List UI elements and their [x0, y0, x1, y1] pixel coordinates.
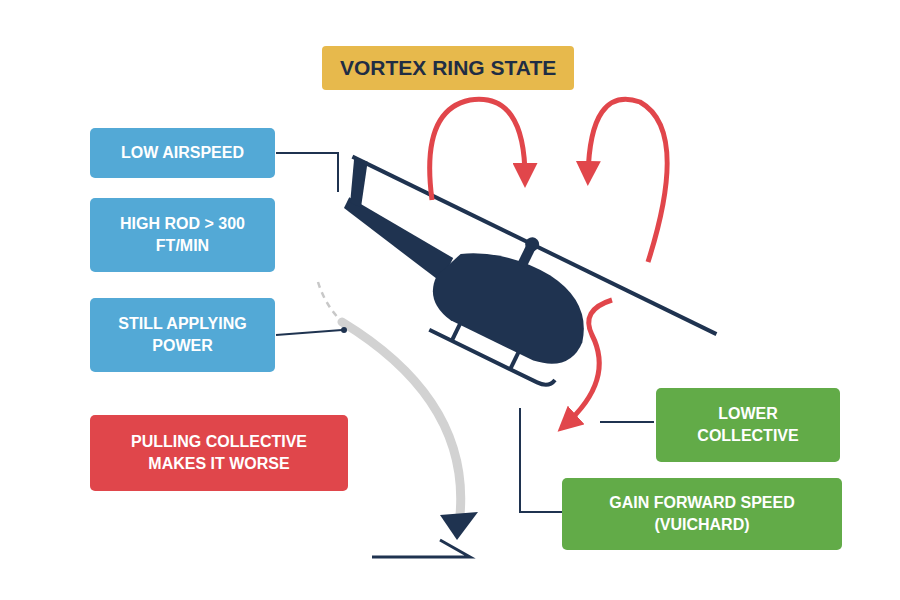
box-label: STILL APPLYING POWER	[100, 313, 265, 356]
leader-dot	[341, 327, 347, 333]
warning-box: PULLING COLLECTIVE MAKES IT WORSE	[90, 415, 348, 491]
descent-path	[342, 322, 461, 515]
leader-line	[520, 408, 562, 512]
descent-arrowhead	[440, 512, 478, 540]
condition-box: LOW AIRSPEED	[90, 128, 275, 178]
box-label: LOWER COLLECTIVE	[666, 403, 830, 446]
box-label: PULLING COLLECTIVE MAKES IT WORSE	[100, 431, 338, 474]
box-label: HIGH ROD > 300 FT/MIN	[100, 213, 265, 256]
condition-box: HIGH ROD > 300 FT/MIN	[90, 198, 275, 272]
condition-box: STILL APPLYING POWER	[90, 298, 275, 372]
leader-line	[276, 330, 342, 335]
leader-line	[600, 421, 654, 423]
recovery-box: GAIN FORWARD SPEED (VUICHARD)	[562, 478, 842, 550]
box-label: LOW AIRSPEED	[121, 142, 244, 164]
descent-path	[318, 282, 342, 322]
title-banner: VORTEX RING STATE	[322, 46, 574, 90]
vortex-arrow	[565, 300, 612, 425]
vortex-arrow	[430, 99, 525, 200]
ground-line	[372, 540, 470, 557]
vortex-arrow	[588, 99, 667, 262]
box-label: GAIN FORWARD SPEED (VUICHARD)	[572, 492, 832, 535]
leader-line	[276, 153, 338, 192]
recovery-box: LOWER COLLECTIVE	[656, 388, 840, 462]
